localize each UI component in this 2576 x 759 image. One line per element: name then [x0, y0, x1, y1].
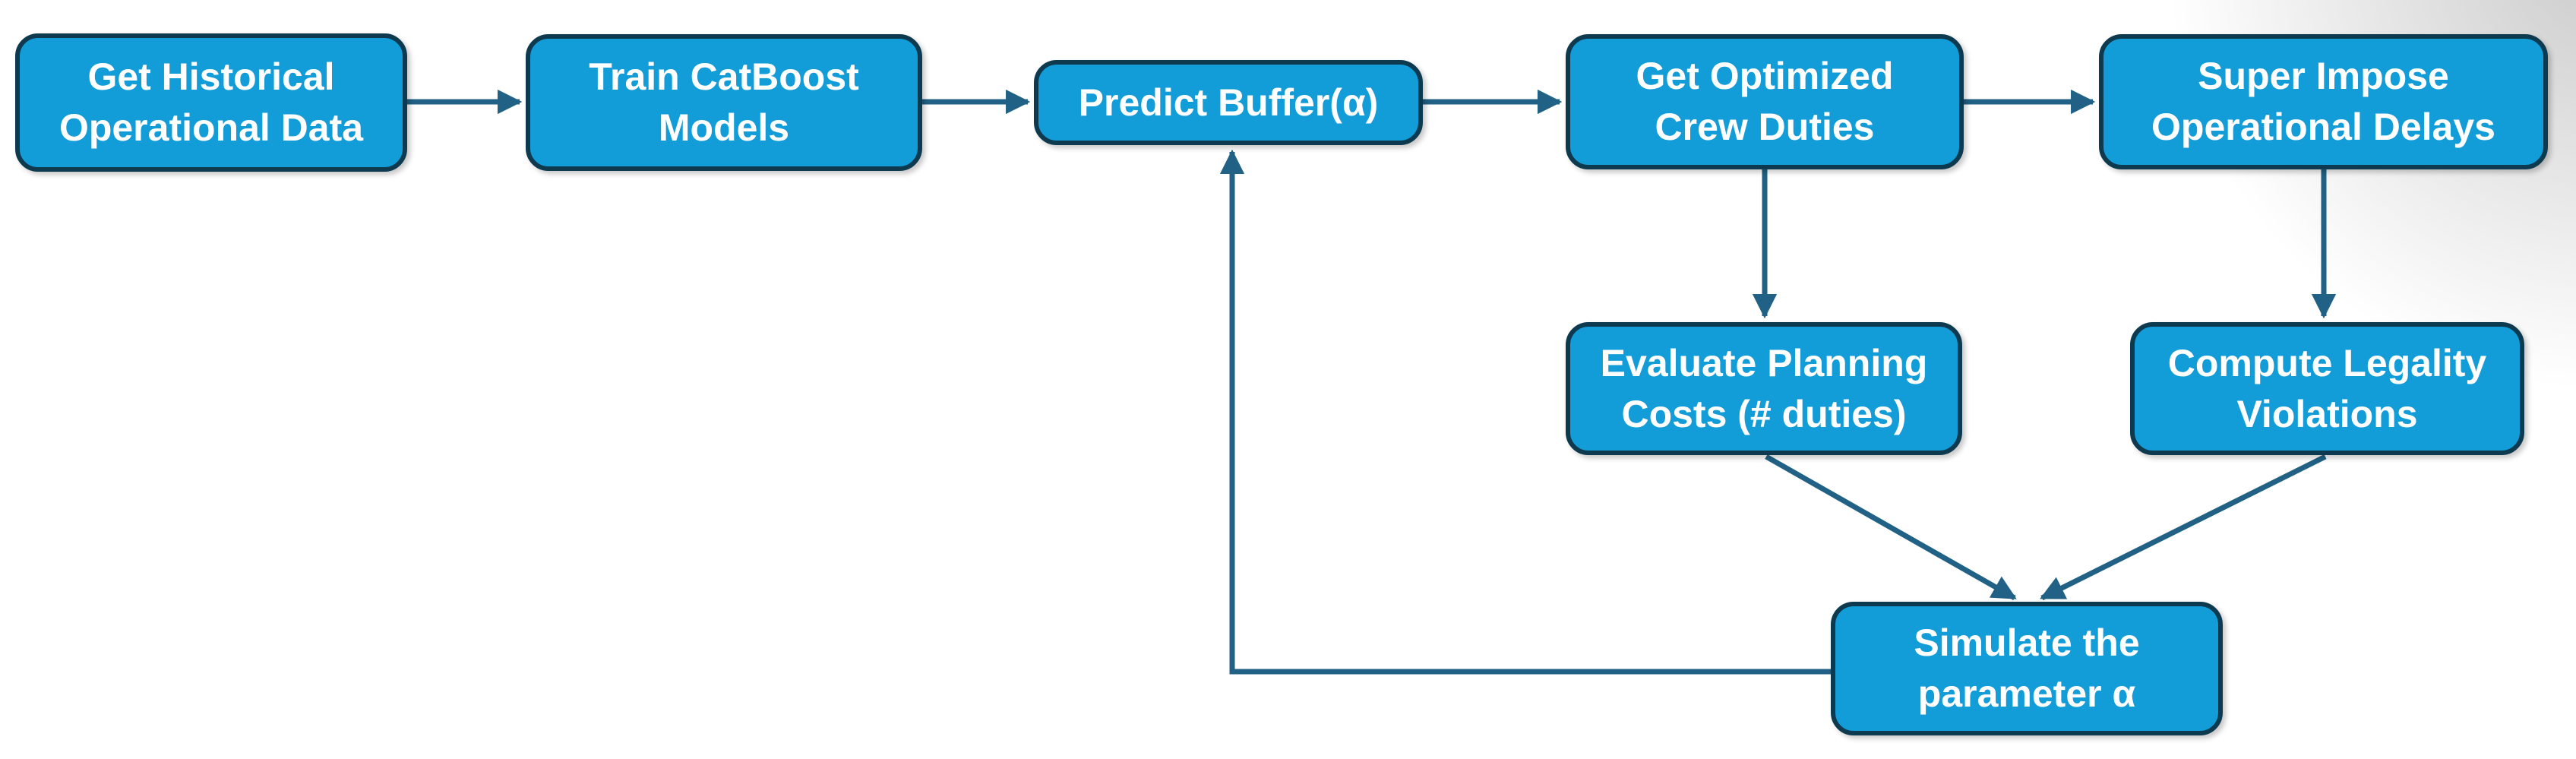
edge-legality-violations-to-simulate — [2040, 454, 2327, 601]
node-label-line: Evaluate Planning — [1600, 341, 1928, 384]
node-label-line: Get Historical — [87, 55, 335, 98]
node-label-line: Predict Buffer(α) — [1078, 81, 1379, 124]
node-label-line: parameter α — [1917, 672, 2136, 715]
node-predict-buffer: Predict Buffer(α) — [1034, 60, 1423, 145]
node-superimpose-delays: Super Impose Operational Delays — [2099, 34, 2548, 169]
node-label-line: Crew Duties — [1655, 106, 1875, 148]
node-label-line: Get Optimized — [1636, 55, 1894, 97]
node-label-line: Super Impose — [2198, 55, 2449, 97]
edge-planning-costs-to-simulate — [1765, 454, 2017, 601]
node-legality-violations: Compute Legality Violations — [2130, 322, 2524, 455]
node-label-line: Costs (# duties) — [1621, 392, 1907, 435]
node-simulate-alpha: Simulate the parameter α — [1831, 602, 2223, 735]
node-optimized-duties: Get Optimized Crew Duties — [1566, 34, 1964, 169]
node-label-line: Models — [658, 106, 790, 149]
node-planning-costs: Evaluate Planning Costs (# duties) — [1566, 322, 1962, 455]
node-label-line: Violations — [2236, 392, 2418, 435]
node-historical-data: Get Historical Operational Data — [15, 33, 407, 172]
node-label-line: Operational Delays — [2151, 106, 2495, 148]
node-train-catboost: Train CatBoost Models — [526, 34, 922, 171]
node-label-line: Compute Legality — [2167, 341, 2487, 384]
node-label-line: Operational Data — [58, 106, 364, 149]
node-label-line: Train CatBoost — [589, 55, 859, 98]
node-label-line: Simulate the — [1914, 621, 2140, 664]
